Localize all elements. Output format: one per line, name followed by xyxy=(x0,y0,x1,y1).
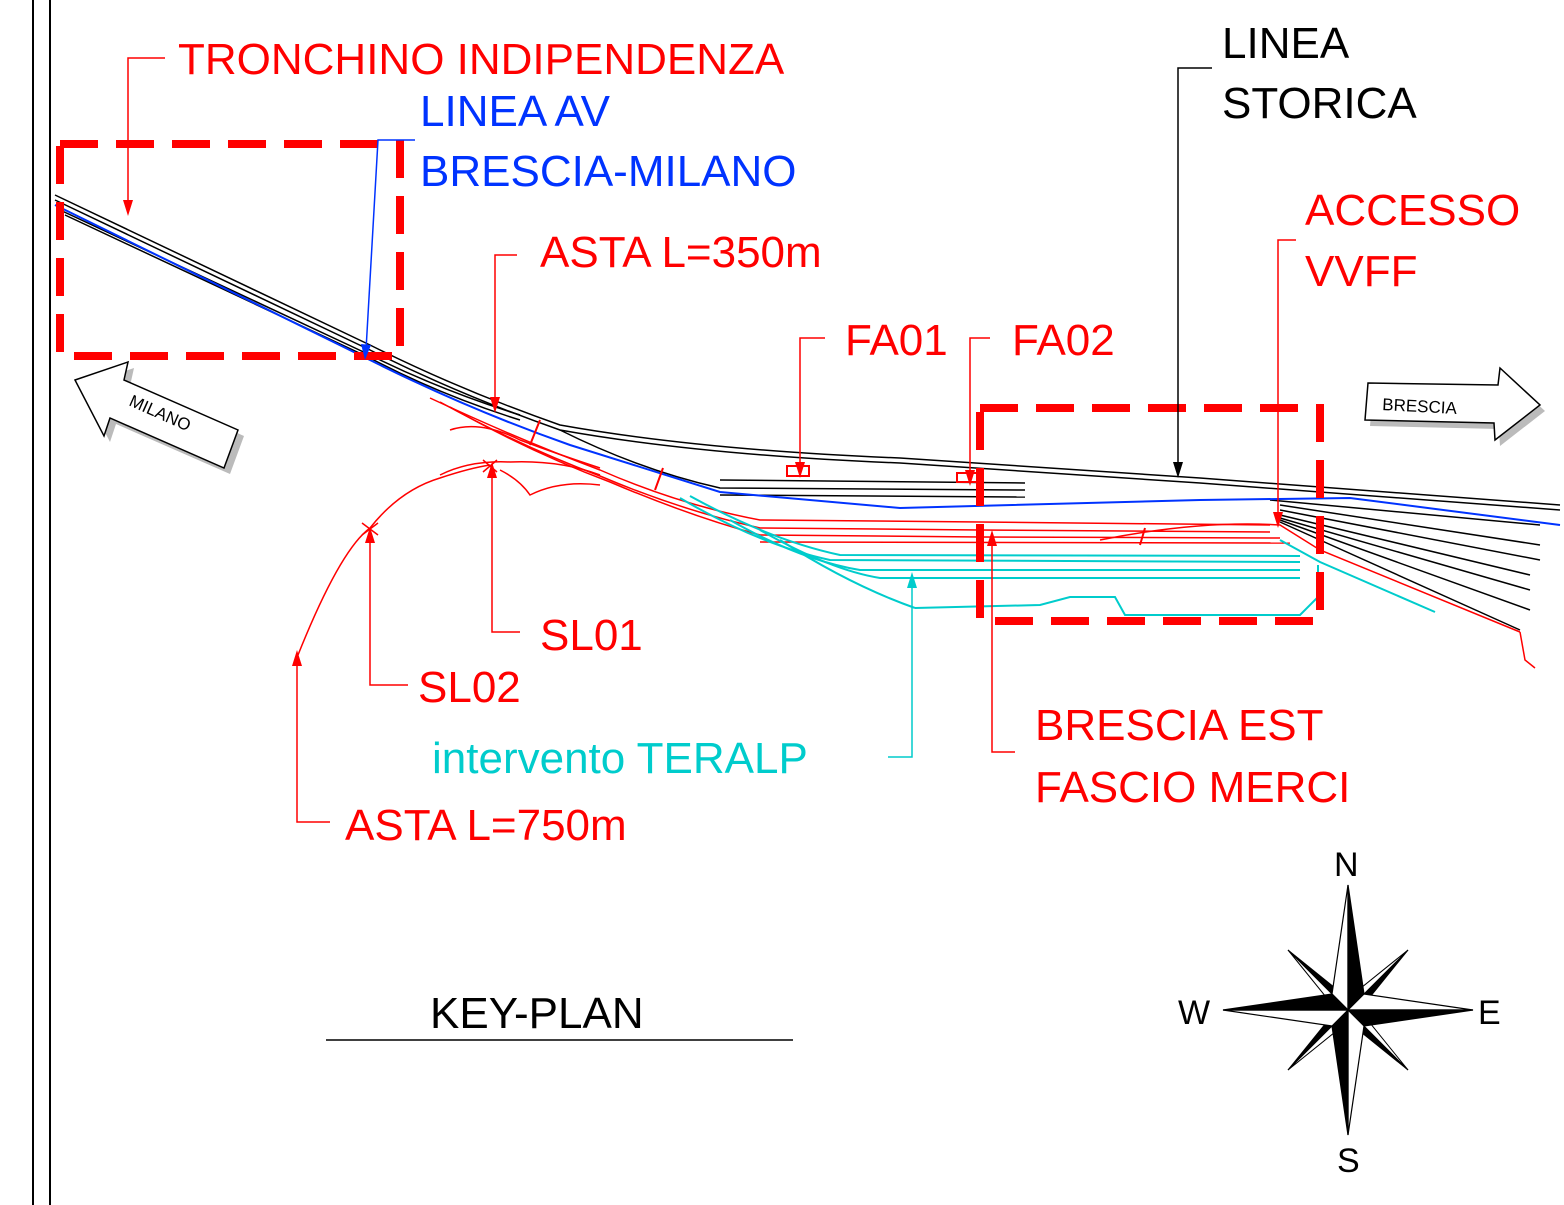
label-sl01: SL01 xyxy=(540,611,643,660)
leader-line-blue xyxy=(361,139,415,360)
label-brescia-est-line2: FASCIO MERCI xyxy=(1035,763,1350,812)
leader-line-cyan xyxy=(888,572,917,758)
compass-south: S xyxy=(1337,1142,1360,1180)
label-linea-av-line2: BRESCIA-MILANO xyxy=(420,147,797,196)
label-brescia-est-line1: BRESCIA EST xyxy=(1035,701,1324,750)
compass-east: E xyxy=(1478,994,1501,1032)
fa-markers xyxy=(529,419,1146,546)
label-sl02: SL02 xyxy=(418,663,521,712)
tronchino-area-box xyxy=(56,140,404,360)
label-tronchino-indipendenza: TRONCHINO INDIPENDENZA xyxy=(178,35,785,84)
teralp-intervention xyxy=(679,495,1436,616)
key-plan-title: KEY-PLAN xyxy=(430,989,644,1038)
label-accesso-line1: ACCESSO xyxy=(1305,186,1520,235)
label-linea-storica-line2: STORICA xyxy=(1222,79,1417,128)
drawing-frame xyxy=(32,0,51,1205)
leader-line-black xyxy=(1173,67,1212,478)
label-linea-storica-line1: LINEA xyxy=(1222,19,1350,68)
label-fa01: FA01 xyxy=(845,316,948,365)
label-asta-750: ASTA L=750m xyxy=(345,801,627,850)
leader-lines-red xyxy=(127,57,1296,823)
label-asta-350: ASTA L=350m xyxy=(540,228,822,277)
compass-rose-icon xyxy=(1222,884,1474,1136)
milano-direction-arrow: MILANO xyxy=(73,360,244,474)
label-accesso-line2: VVFF xyxy=(1305,247,1417,296)
leader-arrowheads-red xyxy=(123,200,1283,666)
label-linea-av-line1: LINEA AV xyxy=(420,87,611,136)
highlight-boxes xyxy=(56,140,1324,625)
asta-750-track xyxy=(297,459,498,656)
compass-west: W xyxy=(1178,994,1210,1032)
brescia-est-area-box xyxy=(976,404,1324,625)
av-railway-line xyxy=(54,204,1561,526)
brescia-arrow-label: BRESCIA xyxy=(1382,395,1458,418)
brescia-direction-arrow: BRESCIA xyxy=(1364,366,1545,446)
compass-north: N xyxy=(1334,846,1359,884)
project-tracks xyxy=(429,397,1536,669)
label-fa02: FA02 xyxy=(1012,316,1115,365)
label-teralp: intervento TERALP xyxy=(432,734,808,783)
